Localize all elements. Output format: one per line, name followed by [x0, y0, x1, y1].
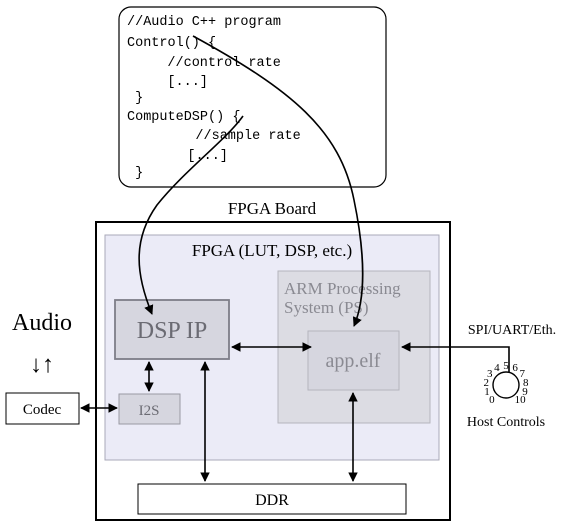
- code-line: //control rate: [135, 56, 281, 71]
- dsp-ip-block: [114, 299, 230, 360]
- knob-scale-label: 8: [523, 377, 529, 389]
- audio-label: Audio: [12, 310, 72, 336]
- code-line: }: [127, 166, 143, 181]
- arm-ps-label-line2: System (PS): [284, 298, 369, 317]
- spi-uart-eth-label: SPI/UART/Eth.: [468, 323, 556, 338]
- fpga-label: FPGA (LUT, DSP, etc.): [192, 241, 352, 260]
- codec-block: [5, 392, 80, 425]
- host-controls-label: Host Controls: [467, 415, 545, 430]
- arrow-control-to-app-elf: [192, 35, 364, 327]
- knob-scale-label: 9: [522, 386, 528, 398]
- knob-dial[interactable]: [492, 371, 520, 399]
- audio-arrows: ↓↑: [30, 352, 54, 378]
- i2s-block: [118, 393, 181, 425]
- knob-scale-label: 2: [483, 377, 489, 389]
- knob-scale-label: 7: [519, 368, 525, 380]
- code-line: //Audio C++ program: [127, 15, 281, 30]
- svg-text:ARM Processing System (PS): ARM Processing System (PS): [284, 279, 405, 317]
- knob-scale-label: 5: [503, 360, 509, 372]
- fpga-board-label: FPGA Board: [228, 199, 317, 218]
- knob-scale-label: 1: [484, 386, 490, 398]
- arrow-computedsp-to-dsp-ip: [138, 115, 244, 315]
- knob-scale-label: 0: [489, 394, 495, 406]
- code-line: }: [127, 91, 143, 106]
- knob-scale-label: 4: [494, 362, 500, 374]
- code-line: ComputeDSP() {: [127, 110, 240, 125]
- knob-scale-label: 10: [515, 394, 527, 406]
- dsp-ip-label: DSP IP: [137, 318, 207, 344]
- code-line: [...]: [135, 75, 208, 90]
- ddr-label: DDR: [255, 492, 289, 509]
- svg-text://Audio C++ program Cont: //Audio C++ program Control() { //contro…: [127, 15, 309, 181]
- codec-label: Codec: [23, 402, 62, 418]
- code-line: //sample rate: [163, 129, 301, 144]
- app-elf-block: [307, 330, 400, 391]
- app-elf-label: app.elf: [326, 350, 381, 372]
- arm-ps-label-line1: ARM Processing: [284, 279, 401, 298]
- connection-arrows: [80, 35, 510, 482]
- code-box: //Audio C++ program Control() { //contro…: [118, 6, 387, 188]
- arrow-host-to-app-elf: [401, 342, 510, 382]
- fpga-board-frame: [95, 221, 451, 521]
- knob-scale-label: 3: [487, 368, 493, 380]
- code-line: Control() {: [127, 36, 216, 51]
- i2s-label: I2S: [139, 403, 160, 419]
- ddr-block: [137, 483, 407, 515]
- code-line: [...]: [155, 149, 228, 164]
- knob-scale-label: 6: [512, 362, 518, 374]
